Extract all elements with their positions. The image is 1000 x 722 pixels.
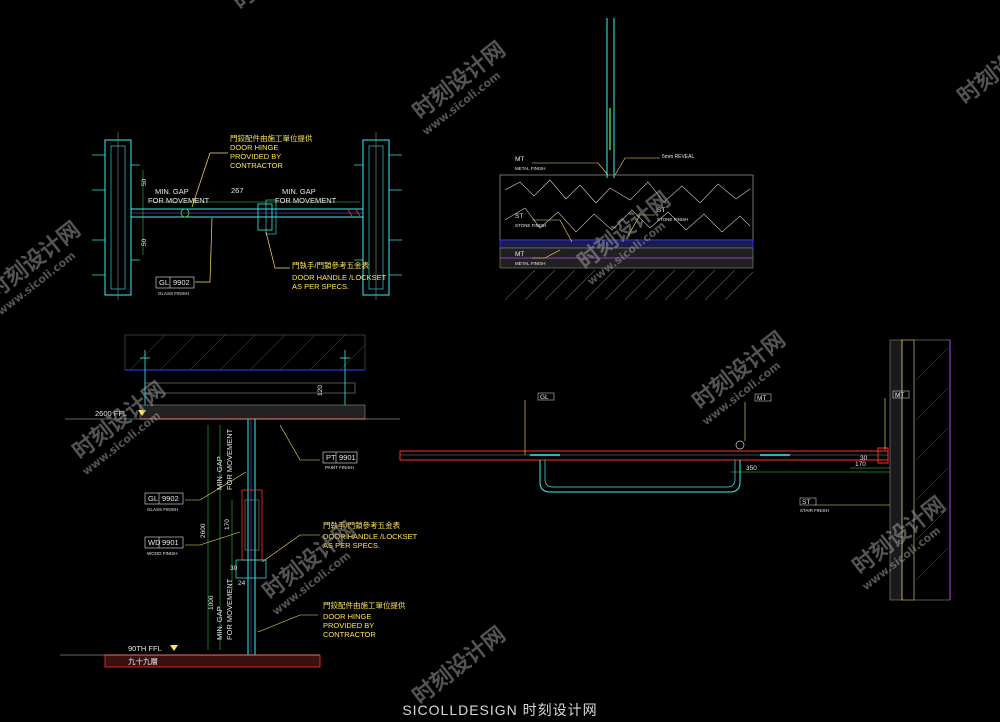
plan-glass-tag-num: 9902 <box>173 278 190 287</box>
floor-note-right: 5mm REVEAL <box>662 154 694 160</box>
section-wd-tag-code: WD <box>148 538 161 547</box>
section-handle-note-en-2: AS PER SPECS. <box>323 541 380 550</box>
section-level-bottom: 90TH FFL <box>128 644 162 653</box>
section-dim-24: 24 <box>238 580 246 587</box>
section-handle-note-en-1: DOOR HANDLE /LOCKSET <box>323 532 418 541</box>
plan-handle-note-cn: 門執手/門鎖參考五金表 <box>292 260 370 270</box>
section-hinge-note-en-3: CONTRACTOR <box>323 630 376 639</box>
section-gap-bottom-1: MIN. GAP <box>215 606 224 640</box>
plan-dim-top: 267 <box>231 186 244 195</box>
footer-brand: SICOLLDESIGN 时刻设计网 <box>402 702 598 718</box>
section-wd-tag-num: 9901 <box>162 538 179 547</box>
plan-detail: 門鉸配件由施工單位提供 DOOR HINGE PROVIDED BY CONTR… <box>92 132 402 300</box>
section-gl-tag-desc: GLASS FINISH <box>147 507 178 512</box>
plan-glass-tag-code: GL <box>159 278 169 287</box>
plan-handle-note-en-1: DOOR HANDLE /LOCKSET <box>292 273 387 282</box>
rail-tag-st-desc: STAIR FINISH <box>800 508 829 513</box>
plan-glass-tag-desc: GLASS FINISH <box>158 291 189 296</box>
floor-tag-metal-low: MT <box>515 251 524 258</box>
plan-dim-side-b: 50 <box>141 238 148 246</box>
section-dim-170: 170 <box>224 519 231 530</box>
section-gap-bottom-2: FOR MOVEMENT <box>225 578 234 640</box>
watermark-cn-8: 时刻设计网 <box>408 622 511 710</box>
section-gap-top-2: FOR MOVEMENT <box>225 428 234 490</box>
plan-hinge-note-en-2: PROVIDED BY <box>230 152 281 161</box>
section-gl-tag-code: GL <box>148 494 158 503</box>
watermark-cn-10: 时刻设计网 <box>228 0 331 15</box>
rail-tag-mt-right: MT <box>895 392 904 399</box>
floor-tag-metal-top-desc: METAL FINISH <box>515 166 546 171</box>
plan-hinge-note-en-3: CONTRACTOR <box>230 161 283 170</box>
floor-detail: MT METAL FINISH ST STONE FINISH MT METAL… <box>499 18 754 301</box>
section-pt-tag-num: 9901 <box>339 453 356 462</box>
rail-tag-mt-left: MT <box>757 395 766 402</box>
section-level-bottom-cn: 九十九層 <box>128 656 158 666</box>
floor-tag-stone-right-desc: STONE FINISH <box>657 217 688 222</box>
floor-tag-stone-left-desc: STONE FINISH <box>515 223 546 228</box>
section-handle-note-cn: 門執手/門鎖參考五金表 <box>323 520 401 530</box>
section-wd-tag-desc: WOOD FINISH <box>147 551 178 556</box>
rail-tag-gl: GL <box>540 394 549 401</box>
section-pt-tag-desc: PAINT FINISH <box>325 465 354 470</box>
section-dim-2600: 2600 <box>200 523 207 538</box>
section-hinge-note-cn: 門鉸配件由施工單位提供 <box>323 600 406 610</box>
floor-tag-stone-left: ST <box>515 213 523 220</box>
section-hinge-note-en-2: PROVIDED BY <box>323 621 374 630</box>
section-level-top: 2600 FFL <box>95 409 127 418</box>
section-dim-30: 30 <box>230 565 238 572</box>
plan-dim-side-a: 50 <box>141 178 148 186</box>
floor-tag-metal-top: MT <box>515 156 524 163</box>
rail-dim-a: 350 <box>746 465 757 472</box>
plan-gap-left-1: MIN. GAP <box>155 187 189 196</box>
rail-detail: GL MT MT ST STAIR FINISH 350 170 30 <box>399 339 951 601</box>
section-dim-120: 120 <box>317 385 324 396</box>
floor-tag-stone-right: ST <box>657 207 665 214</box>
floor-tag-metal-low-desc: METAL FINISH <box>515 261 546 266</box>
section-hinge-note-en-1: DOOR HINGE <box>323 612 371 621</box>
rail-tag-st: ST <box>802 499 810 506</box>
section-detail: 2600 FFL 90TH FFL 九十九層 MIN. GAP FOR MOVE… <box>60 334 418 668</box>
plan-gap-right-2: FOR MOVEMENT <box>275 196 337 205</box>
plan-gap-left-2: FOR MOVEMENT <box>148 196 210 205</box>
rail-dim-b: 170 <box>855 461 866 468</box>
section-dim-1000: 1000 <box>208 595 215 610</box>
section-gap-top-1: MIN. GAP <box>215 456 224 490</box>
watermark-cn-9: 时刻设计网 <box>953 22 1000 110</box>
rail-dim-c: 30 <box>860 455 868 462</box>
plan-gap-right-1: MIN. GAP <box>282 187 316 196</box>
plan-hinge-note-en-1: DOOR HINGE <box>230 143 278 152</box>
section-gl-tag-num: 9902 <box>162 494 179 503</box>
plan-hinge-note-cn: 門鉸配件由施工單位提供 <box>230 133 313 143</box>
section-pt-tag-code: PT <box>326 453 336 462</box>
plan-handle-note-en-2: AS PER SPECS. <box>292 282 349 291</box>
